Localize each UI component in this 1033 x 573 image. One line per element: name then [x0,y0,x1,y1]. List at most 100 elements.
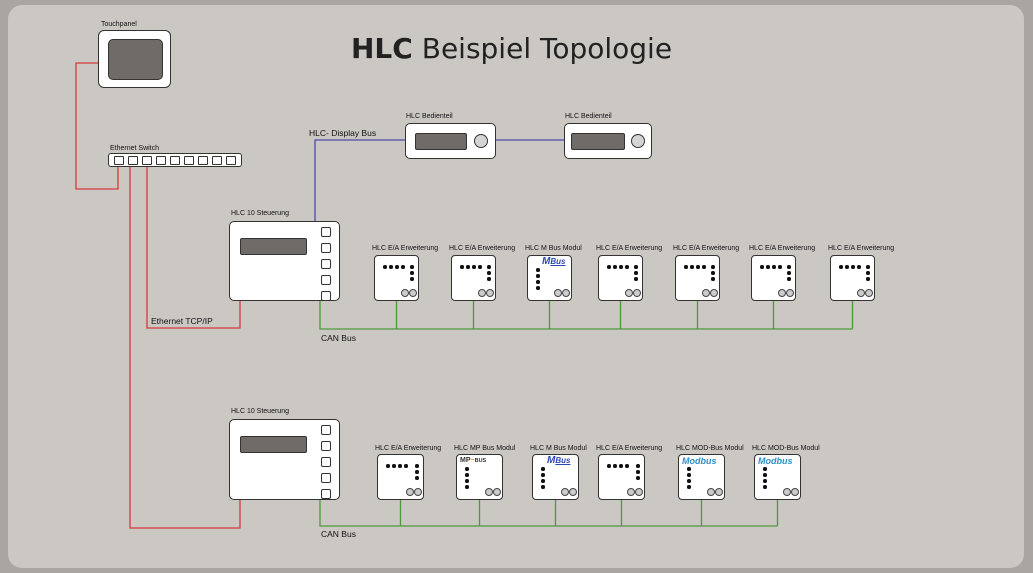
module-mbus: MBus [532,454,579,500]
led-dot [383,265,387,269]
terminal-circle [783,488,791,496]
led-dot [398,464,402,468]
led-dot [696,265,700,269]
terminal-circle [786,289,794,297]
display-bus-line [314,139,405,221]
bedienteil-display [415,133,467,150]
led-dot [401,265,405,269]
modbus-logo: Modbus [682,456,717,466]
module-label: HLC MOD-Bus Modul [752,445,820,452]
led-dot [687,479,691,483]
led-dot [466,265,470,269]
led-dot [684,265,688,269]
led-dot [636,464,640,468]
led-dot [607,265,611,269]
terminal-circle [633,289,641,297]
switch-port [226,156,236,165]
ethernet-line-touchpanel [75,62,119,190]
terminal-circle [569,488,577,496]
led-dot [702,265,706,269]
module-label: HLC M Bus Modul [525,245,582,252]
touchpanel-label: Touchpanel [101,21,137,28]
touchpanel-screen [108,39,163,80]
bedienteil-display [571,133,625,150]
ethernet-switch [108,153,242,167]
terminal-circle [493,488,501,496]
terminal-circle [561,488,569,496]
terminal-circle [635,488,643,496]
led-dot [766,265,770,269]
switch-port [142,156,152,165]
can-bus-label-1: CAN Bus [321,333,356,343]
controller-button [321,259,331,269]
terminal-circle [625,289,633,297]
display-bus-label: HLC- Display Bus [309,128,377,138]
module-label: HLC MOD-Bus Modul [676,445,744,452]
terminal-circle [791,488,799,496]
terminal-circle [707,488,715,496]
can-bus-label-2: CAN Bus [321,529,356,539]
switch-port [198,156,208,165]
led-dot [541,479,545,483]
terminal-circle [702,289,710,297]
led-dot [866,271,870,275]
led-dot [687,485,691,489]
controller-1 [229,221,340,301]
led-dot [536,280,540,284]
module-mpbus: MP~BUS [456,454,503,500]
module-modbus: Modbus [754,454,801,500]
led-dot [636,470,640,474]
terminal-circle [710,289,718,297]
led-dot [460,265,464,269]
terminal-circle [715,488,723,496]
controller-button [321,425,331,435]
module-label: HLC E/A Erweiterung [828,245,895,252]
mbus-logo: MBus [542,256,566,267]
module-label: HLC E/A Erweiterung [749,245,816,252]
led-dot [465,467,469,471]
controller-button [321,291,331,301]
led-dot [787,277,791,281]
module-ea [377,454,424,500]
module-modbus: Modbus [678,454,725,500]
bedienteil-label-2: HLC Bedienteil [565,113,612,120]
modbus-logo: Modbus [758,456,793,466]
led-dot [415,470,419,474]
terminal-circle [406,488,414,496]
module-mbus: MBus [527,255,572,301]
led-dot [404,464,408,468]
module-label: HLC MP Bus Modul [454,445,516,452]
led-dot [625,464,629,468]
controller-button [321,489,331,499]
module-label: HLC E/A Erweiterung [449,245,516,252]
controller-button [321,227,331,237]
module-ea [374,255,419,301]
led-dot [392,464,396,468]
led-dot [634,265,638,269]
led-dot [541,485,545,489]
led-dot [763,485,767,489]
led-dot [465,473,469,477]
module-label: HLC M Bus Modul [530,445,587,452]
terminal-circle [478,289,486,297]
switch-port [156,156,166,165]
led-dot [787,271,791,275]
terminal-circle [409,289,417,297]
led-dot [866,277,870,281]
module-ea [598,255,643,301]
module-label: HLC E/A Erweiterung [375,445,442,452]
led-dot [625,265,629,269]
terminal-circle [857,289,865,297]
led-dot [866,265,870,269]
switch-port [128,156,138,165]
terminal-circle [562,289,570,297]
led-dot [763,479,767,483]
led-dot [410,277,414,281]
led-dot [478,265,482,269]
led-dot [839,265,843,269]
terminal-circle [486,289,494,297]
bedienteil-label-1: HLC Bedienteil [406,113,453,120]
led-dot [607,464,611,468]
bedienteil-2 [564,123,652,159]
